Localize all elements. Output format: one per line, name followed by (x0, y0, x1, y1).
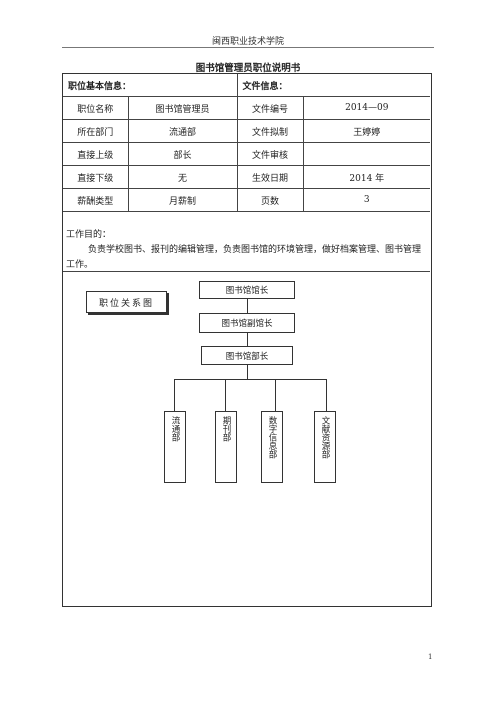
table-row: 直接上级 部长 文件审核 (63, 142, 431, 166)
org-box-department-head: 图书馆部长 (201, 346, 293, 365)
row-label: 直接下级 (63, 165, 129, 189)
org-box-director: 图书馆馆长 (199, 281, 295, 299)
row-value (302, 142, 431, 166)
row-value: 部长 (127, 142, 238, 166)
row-value: 无 (127, 165, 238, 189)
row-label: 直接上级 (63, 142, 129, 166)
connector-line (225, 379, 226, 411)
purpose-text: 负责学校图书、报刊的编辑管理，负责图书馆的环境管理，做好档案管理、图书管理工作。 (66, 245, 422, 270)
row-label: 薪酬类型 (63, 188, 129, 212)
table-row: 职位名称 图书馆管理员 文件编号 2014—09 (63, 96, 431, 120)
branch-line (174, 379, 326, 380)
connector-line (326, 379, 327, 411)
dept-periodicals: 期刊部 (215, 411, 237, 483)
row-label: 生效日期 (236, 165, 304, 189)
row-value: 2014 年 (302, 165, 431, 189)
dept-literature-resources: 文献资源部 (314, 411, 336, 483)
connector-line (275, 379, 276, 411)
dept-circulation: 流通部 (164, 411, 186, 483)
row-label: 所在部门 (63, 119, 129, 143)
connector-line (174, 379, 175, 411)
purpose-heading: 工作目的： (66, 230, 112, 240)
row-value: 2014—09 (302, 96, 431, 120)
section-file-info: 文件信息： (236, 74, 431, 97)
table-row: 直接下级 无 生效日期 2014 年 (63, 165, 431, 189)
connector-line (247, 299, 248, 313)
info-table: 职位基本信息： 文件信息： 职位名称 图书馆管理员 文件编号 2014—09 所… (63, 74, 431, 212)
section-header-row: 职位基本信息： 文件信息： (63, 74, 431, 97)
relationship-chart-label: 职位关系图 (86, 291, 167, 313)
document-title: 图书馆管理员职位说明书 (195, 63, 301, 74)
section-basic-info: 职位基本信息： (63, 74, 238, 97)
table-row: 薪酬类型 月薪制 页数 3 (63, 188, 431, 212)
document-frame: 职位基本信息： 文件信息： 职位名称 图书馆管理员 文件编号 2014—09 所… (62, 73, 432, 607)
row-value: 流通部 (127, 119, 238, 143)
row-value: 月薪制 (127, 188, 238, 212)
row-value: 3 (302, 188, 431, 212)
row-label: 文件拟制 (236, 119, 304, 143)
page-number: 1 (428, 653, 433, 661)
connector-line (247, 365, 248, 379)
header-rule (62, 47, 434, 48)
org-box-deputy-director: 图书馆副馆长 (199, 313, 295, 333)
row-label: 页数 (236, 188, 304, 212)
table-row: 所在部门 流通部 文件拟制 王婷婷 (63, 119, 431, 143)
purpose-divider (63, 271, 430, 272)
dept-digital-info: 数字信息部 (261, 411, 283, 483)
connector-line (247, 333, 248, 346)
page-header: 闽西职业技术学院 (211, 37, 284, 47)
row-value: 王婷婷 (302, 119, 431, 143)
row-label: 文件编号 (236, 96, 304, 120)
row-label: 职位名称 (63, 96, 129, 120)
row-value: 图书馆管理员 (127, 96, 238, 120)
work-purpose: 工作目的： 负责学校图书、报刊的编辑管理，负责图书馆的环境管理，做好档案管理、图… (66, 228, 428, 273)
row-label: 文件审核 (236, 142, 304, 166)
